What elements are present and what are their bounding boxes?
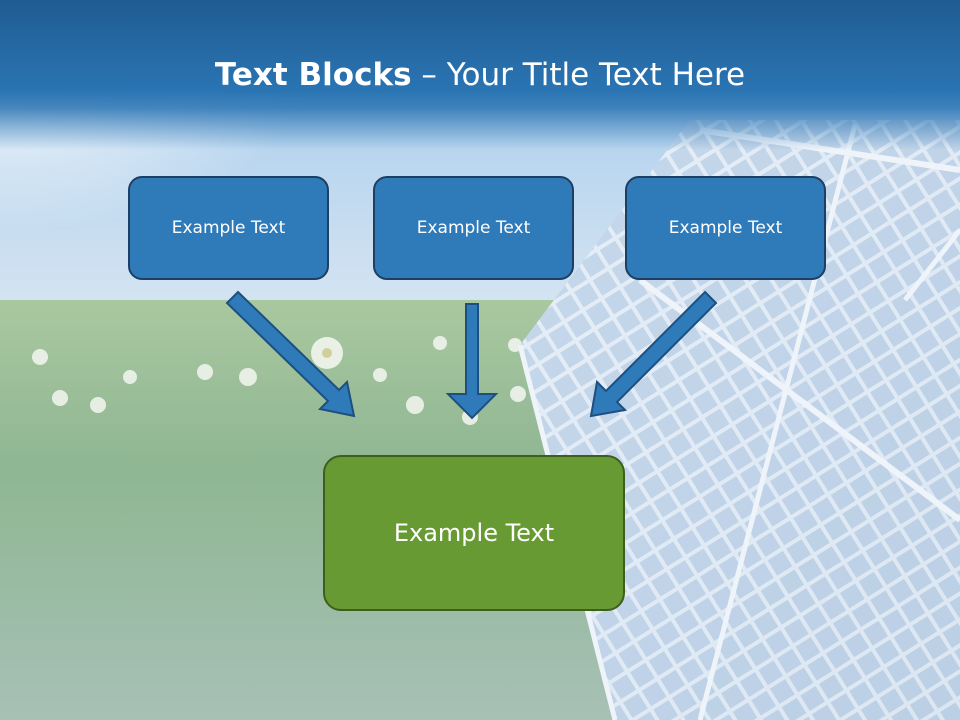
- title-rest: – Your Title Text Here: [411, 57, 746, 93]
- text-block-1-label: Example Text: [171, 218, 286, 238]
- text-block-3[interactable]: Example Text: [625, 176, 826, 280]
- page-title: Text Blocks – Your Title Text Here: [0, 52, 960, 98]
- text-block-2-label: Example Text: [416, 218, 531, 238]
- title-bar: [0, 0, 960, 150]
- text-block-1[interactable]: Example Text: [128, 176, 329, 280]
- text-block-3-label: Example Text: [668, 218, 783, 238]
- title-bold-part: Text Blocks: [214, 57, 412, 93]
- center-text-block[interactable]: Example Text: [323, 455, 625, 611]
- text-block-2[interactable]: Example Text: [373, 176, 574, 280]
- center-text-block-label: Example Text: [393, 519, 555, 547]
